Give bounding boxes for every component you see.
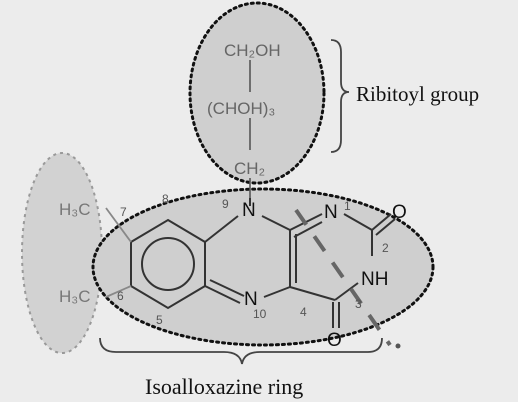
dash-dot xyxy=(395,343,401,349)
ring-number-5: 5 xyxy=(156,313,163,327)
ring-number-3: 3 xyxy=(355,297,362,311)
ring-number-2: 2 xyxy=(382,241,389,255)
ribitoyl-brace xyxy=(330,39,350,153)
pyrazine-ring xyxy=(204,198,297,304)
ribitoyl-group-label: Ribitoyl group xyxy=(356,82,479,106)
isoalloxazine-highlight xyxy=(91,187,435,347)
atom-o-top: O xyxy=(392,202,407,223)
side-chain-top: CH₂OH xyxy=(224,41,281,60)
ring-number-8-top: 8 xyxy=(162,192,169,206)
pyrimidine-ring xyxy=(289,213,396,328)
atom-nh: NH xyxy=(361,269,388,290)
side-chain-middle: (CHOH)₃ xyxy=(207,99,275,118)
dimethyl-highlight xyxy=(21,152,103,354)
ring-number-7: 7 xyxy=(120,205,127,219)
isoalloxazine-ring-label: Isoalloxazine ring xyxy=(145,374,303,399)
atom-n1: N xyxy=(324,202,338,223)
ribitoyl-highlight xyxy=(188,1,326,185)
ring-number-10: 10 xyxy=(253,307,267,321)
isoalloxazine-brace xyxy=(99,337,383,365)
reactive-site-dash xyxy=(294,208,392,347)
ring-number-6: 6 xyxy=(117,289,124,303)
methyl-top: H₃C xyxy=(59,200,90,219)
ring-number-1: 1 xyxy=(344,199,351,213)
methyl-bottom: H₃C xyxy=(59,287,90,306)
atom-n5: N xyxy=(244,289,258,310)
atom-o-bottom: O xyxy=(327,330,342,351)
ring-number-4: 4 xyxy=(300,305,307,319)
side-chain-bottom: CH₂ xyxy=(234,159,265,178)
methyl-bonds xyxy=(105,207,132,298)
ring-number-9: 9 xyxy=(222,197,229,211)
atom-n9: N xyxy=(242,200,256,221)
